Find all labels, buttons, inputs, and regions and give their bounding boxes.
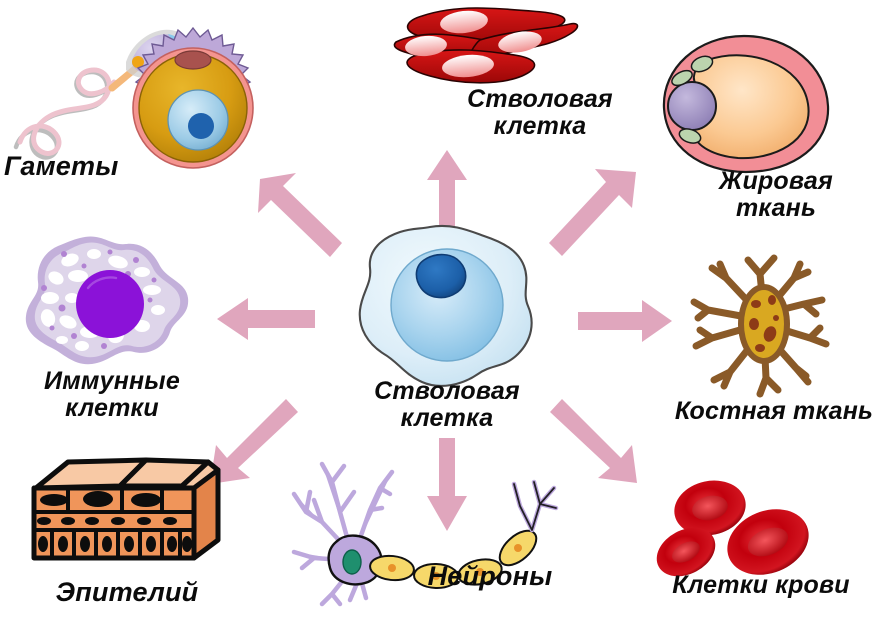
blood-label: Клетки крови (672, 571, 850, 599)
osteocyte-icon (690, 252, 838, 400)
epithelium-icon (22, 452, 232, 574)
gametes-label: Гаметы (4, 151, 119, 181)
immune-cell-icon (18, 232, 200, 378)
epithelium-label: Эпителий (55, 577, 199, 607)
arrow-to-bone (578, 300, 674, 342)
neuron-icon (288, 448, 564, 607)
gametes-icon (8, 2, 278, 192)
arrow-to-neurons (424, 438, 470, 532)
bone-label: Костная ткань (674, 397, 874, 425)
center-label: Стволовая клетка (374, 377, 520, 432)
arrow-to-epithelium (200, 398, 300, 494)
arrow-to-blood (548, 398, 646, 494)
fat-cell-icon (652, 30, 842, 180)
arrow-to-muscle (425, 150, 469, 240)
stem-cell-icon (352, 222, 542, 397)
arrow-to-adipose (548, 168, 640, 260)
neurons-label: Нейроны (427, 561, 553, 591)
red-blood-cells-icon (648, 480, 838, 590)
arrow-to-immune (215, 298, 315, 340)
muscle-label: Стволовая клетка (467, 85, 613, 140)
immune-label: Иммунные клетки (44, 367, 180, 422)
arrow-to-gametes (255, 170, 345, 260)
muscle-cells-icon (392, 0, 582, 92)
adipose-label: Жировая ткань (719, 167, 833, 222)
